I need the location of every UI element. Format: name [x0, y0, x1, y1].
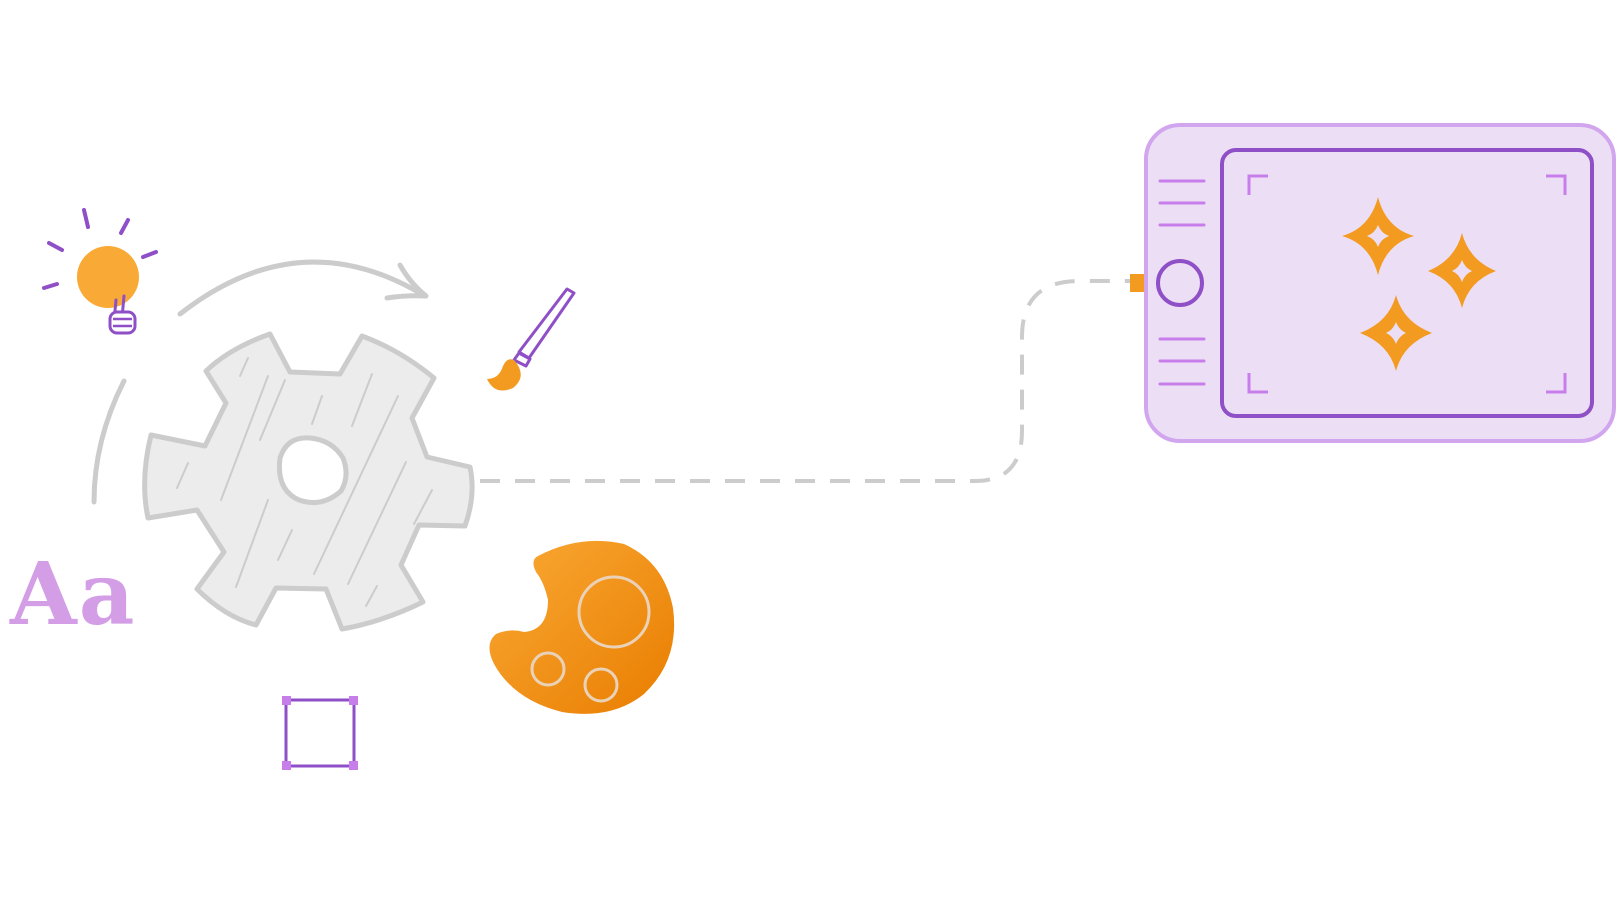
typography-icon: Aa [10, 544, 137, 645]
tablet-buttons [1158, 179, 1206, 386]
selection-box-icon [282, 696, 358, 770]
drawing-tablet-icon [1144, 123, 1616, 443]
color-palette-icon [489, 540, 675, 714]
tablet-dial [1156, 259, 1204, 307]
orbit-arc [91, 378, 127, 505]
connector-plug [1130, 274, 1145, 292]
paintbrush-icon [487, 287, 576, 391]
gear-icon [142, 331, 475, 632]
sparkle-centers [1367, 225, 1472, 344]
lightbulb-icon [42, 208, 158, 335]
curved-arrow-icon [177, 259, 429, 317]
frame-corners [1247, 174, 1567, 394]
connector-line [480, 279, 1130, 483]
